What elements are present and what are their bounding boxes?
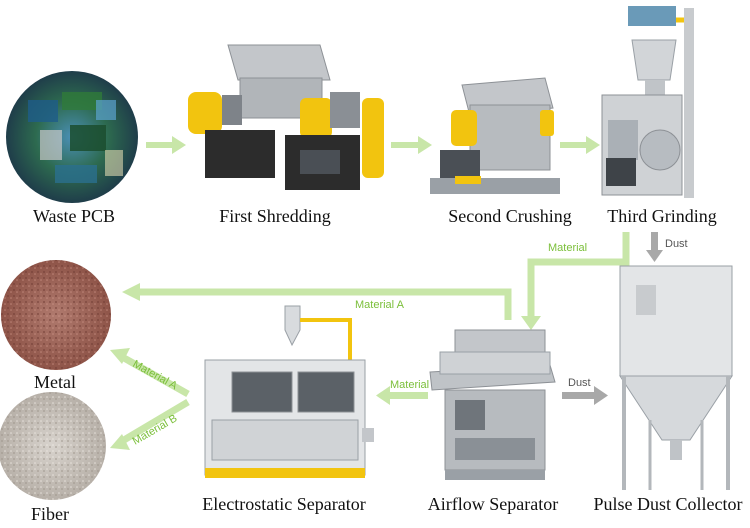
arrow-airflow-to-dust [562, 386, 608, 405]
arrow-shredding-to-crushing [391, 136, 432, 154]
arrow-electrostatic-to-fiber [110, 398, 190, 450]
arrow-crushing-to-grinding [560, 136, 600, 154]
arrow-electrostatic-to-metal [110, 348, 190, 398]
label-waste-pcb: Waste PCB [32, 206, 116, 226]
label-second-crushing: Second Crushing [448, 206, 572, 226]
pulse-dust-collector-machine [619, 265, 733, 490]
flow-label-grinding-dust: Dust [665, 238, 688, 250]
arrow-pcb-to-shredding [146, 136, 186, 154]
metal-product-image [1, 260, 111, 370]
label-fiber: Fiber [31, 504, 69, 524]
fiber-product-image [0, 392, 106, 500]
label-first-shredding: First Shredding [219, 206, 331, 226]
label-airflow-separator: Airflow Separator [427, 494, 559, 514]
label-pulse-dust-collector: Pulse Dust Collector [593, 494, 743, 514]
electrostatic-separator-machine [204, 305, 374, 478]
label-metal: Metal [34, 372, 76, 392]
airflow-separator-machine [429, 329, 556, 480]
flow-label-grinding-material: Material [548, 242, 587, 254]
first-shredder-machine [188, 44, 384, 190]
arrow-airflow-to-metal [122, 283, 512, 320]
label-electrostatic-separator: Electrostatic Separator [202, 494, 366, 514]
second-crusher-machine [430, 77, 560, 194]
waste-pcb-image [6, 71, 138, 203]
flow-label-airflow-material: Material [390, 379, 429, 391]
arrow-airflow-to-electrostatic [376, 386, 428, 405]
flow-label-airflow-dust: Dust [568, 377, 591, 389]
arrow-grinding-to-dust [646, 232, 663, 262]
label-third-grinding: Third Grinding [607, 206, 717, 226]
flow-label-airflow-material-a: Material A [355, 299, 405, 311]
arrow-grinding-to-airflow [521, 232, 630, 330]
third-grinding-machine [601, 6, 694, 198]
flow-label-electrostatic-material-a: Material A [131, 358, 180, 393]
